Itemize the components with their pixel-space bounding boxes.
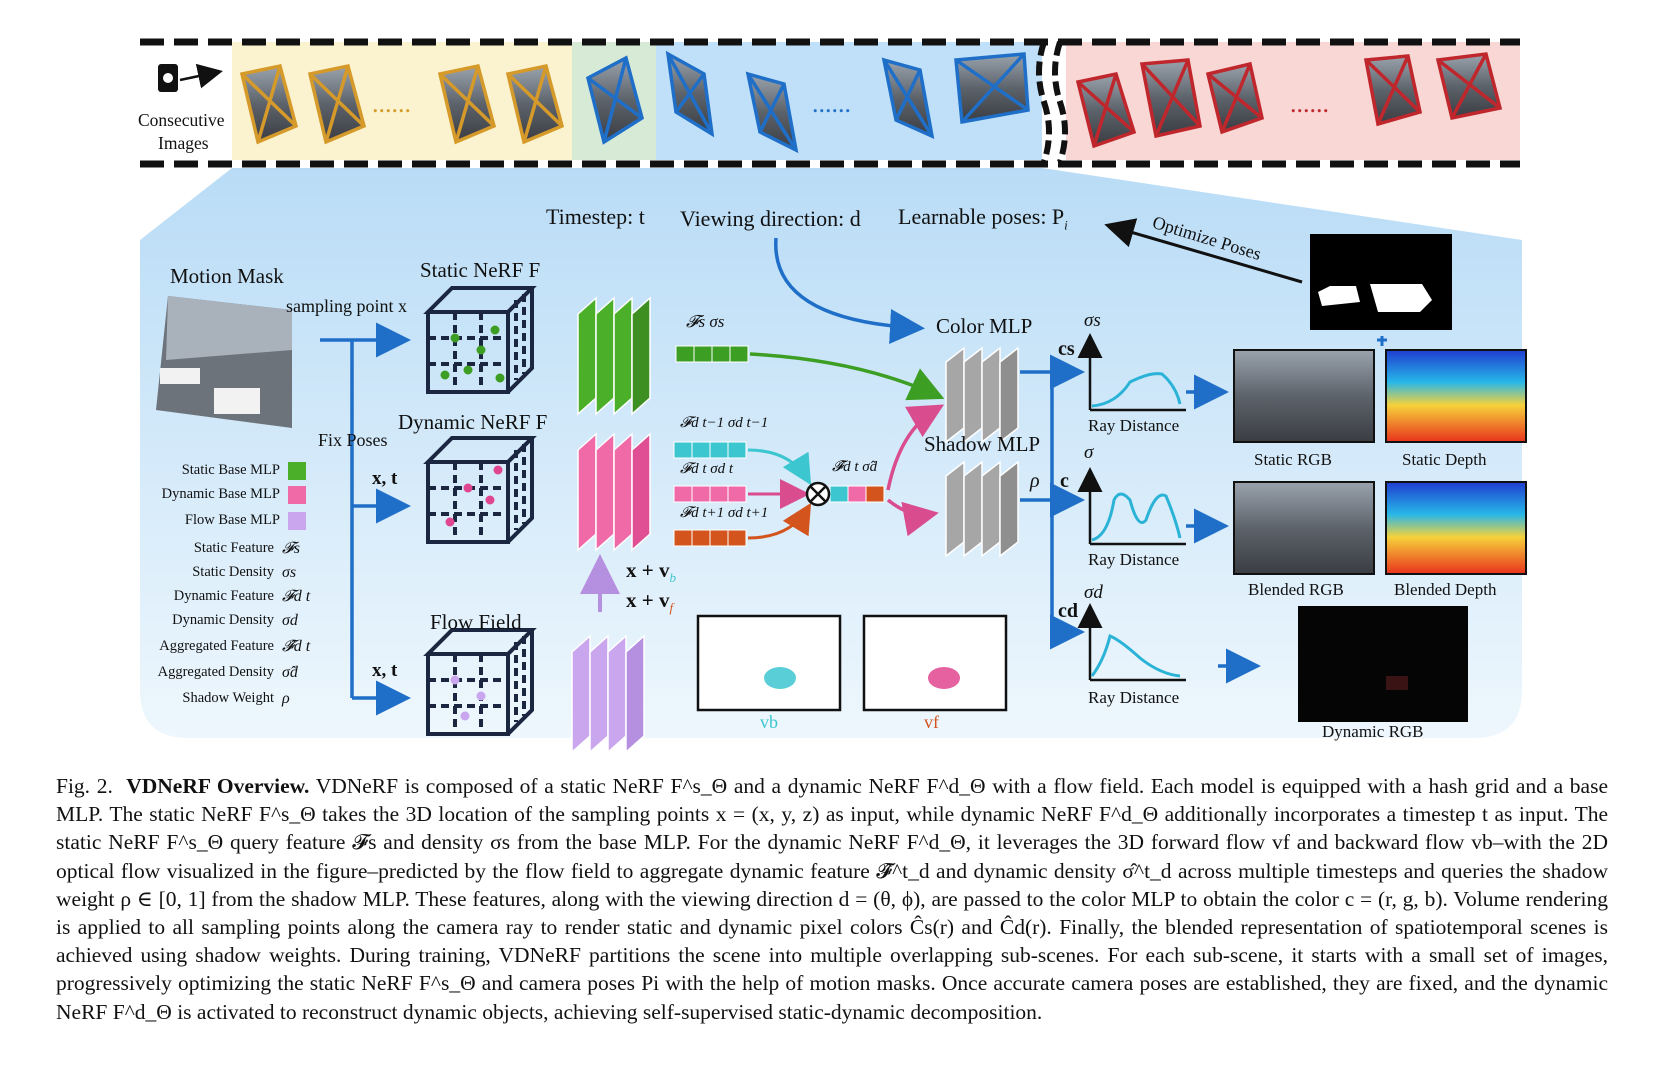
blended-rgb-image	[1233, 481, 1375, 575]
sampling-point-label: sampling point x	[286, 296, 407, 316]
legend-static-feature: Static Feature	[193, 540, 274, 556]
x-plus-vf-label: x + vf	[626, 588, 674, 616]
legend-symbol-sigma-s: σs	[282, 564, 297, 581]
xt-label-dynamic: x, t	[372, 468, 398, 489]
c-label: c	[1060, 470, 1069, 492]
static-nerf-label: Static NeRF F	[420, 258, 541, 282]
static-feature-cubes	[675, 345, 749, 363]
ray-plot-static	[1077, 333, 1186, 412]
motion-mask-label: Motion Mask	[170, 264, 284, 288]
flow-hash-grid	[423, 628, 537, 736]
timestep-label: Timestep: t	[546, 204, 645, 229]
vf-label: vf	[924, 712, 939, 732]
legend-static-density: Static Density	[192, 564, 274, 580]
camera-icon	[158, 63, 223, 92]
legend-swatches	[288, 462, 306, 530]
aggregated-feature-cubes	[829, 485, 885, 503]
legend-dynamic-density: Dynamic Density	[172, 612, 274, 628]
dynamic-rgb-image	[1298, 606, 1468, 722]
legend-dynamic-base: Dynamic Base MLP	[161, 486, 280, 502]
camera-label-line2: Images	[158, 133, 209, 153]
motion-mask-result	[1310, 234, 1452, 330]
ray-distance-label-1: Ray Distance	[1088, 416, 1180, 435]
blended-depth-image	[1385, 481, 1527, 575]
top-strip: ...... ...... ......	[140, 38, 1520, 168]
caption-text: VDNeRF is composed of a static NeRF F^s_…	[56, 774, 1609, 1024]
static-rgb-image	[1233, 349, 1375, 443]
shadow-mlp	[945, 460, 1019, 558]
ray-plot-dynamic	[1077, 603, 1186, 682]
sigma-label: σ	[1084, 442, 1094, 463]
figure-caption: Fig. 2. VDNeRF Overview. VDNeRF is compo…	[56, 772, 1608, 1026]
legend-aggregated-density: Aggregated Density	[157, 664, 274, 680]
xt-label-flow: x, t	[372, 660, 398, 681]
legend-symbol-fd: 𝓕d t	[282, 588, 311, 605]
blended-rgb-label: Blended RGB	[1248, 580, 1344, 599]
viewing-direction-label: Viewing direction: d	[680, 206, 861, 231]
backward-flow-image	[696, 614, 842, 712]
static-hash-grid	[423, 286, 537, 394]
legend-flow-base: Flow Base MLP	[184, 512, 280, 528]
motion-mask-image	[156, 296, 292, 428]
cs-label: cs	[1058, 338, 1075, 360]
dynamic-feature-cubes-cur	[673, 485, 747, 503]
legend-dynamic-feature: Dynamic Feature	[173, 588, 274, 604]
rho-label: ρ	[1030, 470, 1040, 492]
fix-poses-label: Fix Poses	[318, 430, 388, 450]
static-depth-image	[1385, 349, 1527, 443]
flow-base-mlp	[571, 634, 645, 754]
figure-graphic: ...... ...... ......	[140, 38, 1527, 754]
static-base-mlp	[577, 296, 651, 416]
sigma-d-label: σd	[1084, 582, 1103, 603]
aggregated-feature-label: 𝓕̂d t σ̂d	[832, 459, 878, 475]
blue-dots: ......	[812, 89, 851, 118]
feature-cur-label: 𝓕d t σd t	[680, 461, 734, 477]
dynamic-rgb-label: Dynamic RGB	[1322, 722, 1424, 741]
legend-symbol-rho: ρ	[282, 690, 290, 707]
color-mlp-label: Color MLP	[936, 314, 1033, 338]
yellow-dots: ......	[372, 89, 411, 118]
legend-symbol-sigma-d-hat: σ̂d	[282, 664, 298, 681]
legend-symbol-fd-hat: 𝓕̂d t	[282, 638, 311, 655]
feature-prev-label: 𝓕d t−1 σd t−1	[680, 415, 769, 431]
ray-distance-label-3: Ray Distance	[1088, 688, 1180, 707]
flow-field-label: Flow Field	[430, 610, 522, 634]
ray-distance-label-2: Ray Distance	[1088, 550, 1180, 569]
ray-plot-blended	[1077, 467, 1186, 546]
figure: ...... ...... ......	[138, 38, 1527, 754]
dynamic-feature-cubes-next	[673, 529, 747, 547]
legend-shadow-weight: Shadow Weight	[182, 690, 274, 706]
dynamic-hash-grid	[423, 436, 537, 544]
legend-static-base: Static Base MLP	[181, 462, 280, 478]
static-depth-label: Static Depth	[1402, 450, 1487, 469]
blended-depth-label: Blended Depth	[1394, 580, 1497, 599]
learnable-poses-label: Learnable poses: Pi	[898, 204, 1068, 233]
cd-label: cd	[1058, 600, 1078, 622]
camera-label-line1: Consecutive	[138, 110, 225, 130]
dynamic-feature-cubes-prev	[673, 441, 747, 459]
color-mlp	[945, 346, 1019, 444]
feature-next-label: 𝓕d t+1 σd t+1	[680, 505, 769, 521]
dynamic-nerf-label: Dynamic NeRF F	[398, 410, 548, 434]
x-plus-vb-label: x + vb	[626, 558, 676, 586]
vb-label: vb	[760, 712, 778, 732]
dynamic-base-mlp	[577, 432, 651, 552]
shadow-mlp-label: Shadow MLP	[924, 432, 1041, 456]
legend-aggregated-feature: Aggregated Feature	[159, 638, 274, 654]
static-rgb-label: Static RGB	[1254, 450, 1332, 469]
legend-symbol-sigma-d: σd	[282, 612, 298, 629]
legend-symbol-fs: 𝓕s	[282, 540, 301, 557]
caption-title: VDNeRF Overview.	[126, 774, 310, 798]
caption-fig-label: Fig. 2.	[56, 774, 113, 798]
red-dots: ......	[1290, 89, 1329, 118]
static-feature-label: 𝓕s σs	[686, 312, 725, 331]
forward-flow-image	[862, 614, 1008, 712]
sigma-s-label: σs	[1084, 310, 1101, 331]
